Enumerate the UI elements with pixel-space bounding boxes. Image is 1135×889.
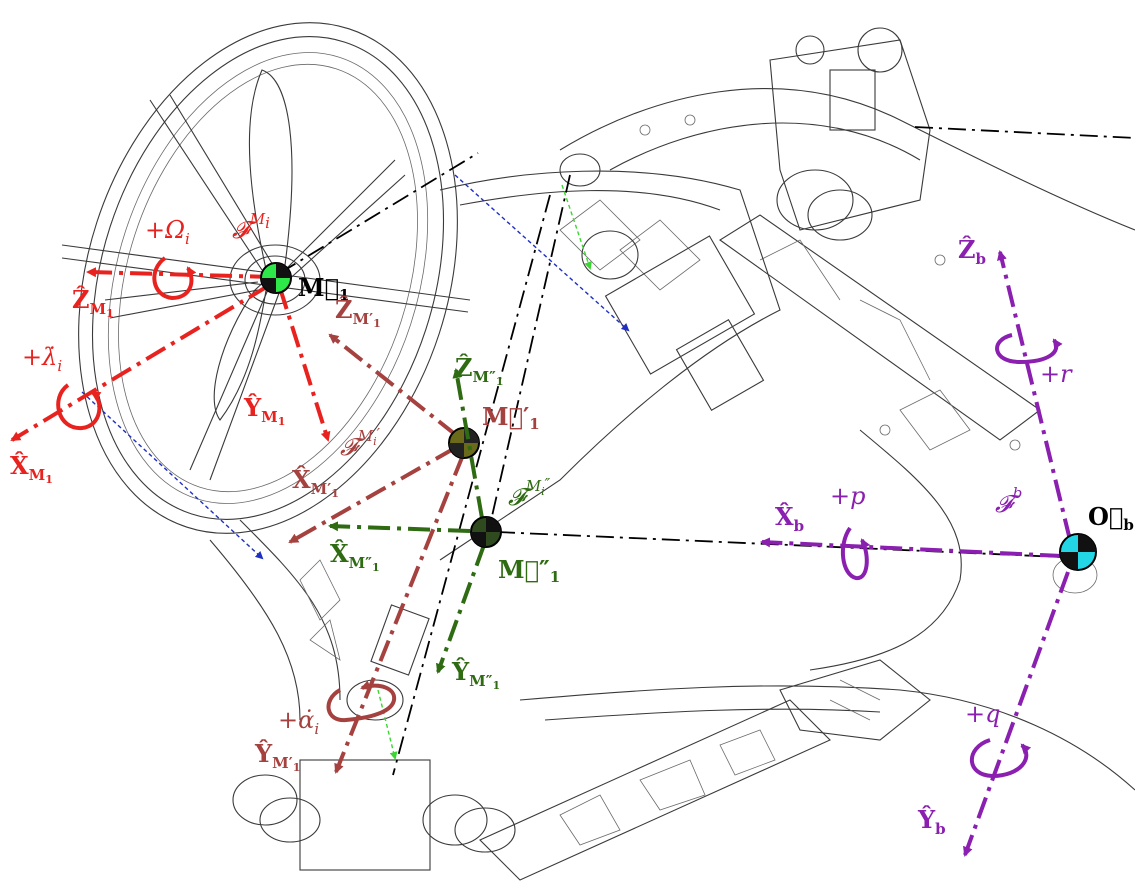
motor-to-gimbal-line <box>279 152 479 274</box>
lambda-label: +λ̇i <box>22 343 62 375</box>
body-x-axis <box>760 537 1063 558</box>
tilt-z-label: ẐM′1 <box>335 295 381 330</box>
body-z-axis <box>997 250 1072 541</box>
motor-x-axis <box>10 284 270 442</box>
omega-rotation-arrow <box>152 256 197 301</box>
rear-arm <box>232 659 931 881</box>
body-frame-label: 𝓕b <box>995 484 1022 518</box>
body-y-label: Ŷb <box>917 805 946 838</box>
motor-frame-label: 𝓕Mi <box>232 210 270 244</box>
projection-arrows <box>81 174 630 760</box>
projection-green-bottom <box>377 689 398 760</box>
tilt-x-axis <box>288 446 456 544</box>
tilt-y-label: ŶM′1 <box>254 739 300 774</box>
body-x-label: X̂b <box>775 502 804 535</box>
motor-z-label: ẐM1 <box>72 285 114 320</box>
omega-label: +Ωi <box>145 216 190 248</box>
q-label: +q <box>965 700 1000 728</box>
projection-blue-left <box>81 391 264 560</box>
motor-origin-marker <box>260 262 292 294</box>
tilt-origin-label: M⃗′1 <box>482 402 540 433</box>
tilt-x-label: X̂M′1 <box>292 465 339 500</box>
arm-frame-label: 𝓕Mi″ <box>508 475 551 511</box>
body-to-gimbal-line <box>914 126 1135 139</box>
motor-y-axis <box>278 287 331 442</box>
arm-x-label: X̂M″1 <box>330 539 380 574</box>
front-arm <box>719 27 1041 451</box>
alpha-label: +α̇i <box>278 706 319 738</box>
motor-origin-label: M⃗1 <box>298 273 349 304</box>
alpha-rotation-arrow <box>326 680 397 723</box>
motor-y-label: ŶM1 <box>243 393 285 428</box>
arm-z-label: ẐM″1 <box>455 353 504 388</box>
body-y-axis <box>963 571 1070 857</box>
mechanical-drawing <box>61 22 1135 881</box>
body-plate <box>519 88 1135 791</box>
arm-z-axis <box>452 368 484 519</box>
connector-lines <box>279 126 1135 776</box>
p-rotation-arrow <box>840 526 871 580</box>
projection-green-top <box>561 184 592 270</box>
tilt-arm <box>209 153 781 721</box>
projection-blue-top <box>454 174 630 332</box>
tilt-axis-line-left <box>392 194 551 776</box>
tilt-z-axis <box>328 333 458 437</box>
p-label: +p <box>830 482 865 510</box>
arm-frame <box>328 368 502 674</box>
arm-origin-marker <box>470 516 502 548</box>
r-rotation-arrow <box>995 333 1063 365</box>
tilt-origin-marker <box>448 427 480 459</box>
r-label: +r <box>1040 360 1073 388</box>
tilt-y-axis <box>334 454 465 774</box>
lambda-rotation-arrow <box>56 383 102 431</box>
motor-x-label: X̂M1 <box>10 451 53 486</box>
body-origin-label: O⃗b <box>1088 502 1134 534</box>
arm-x-axis <box>328 521 471 533</box>
q-rotation-arrow <box>969 738 1032 779</box>
body-z-label: Ẑb <box>958 235 986 268</box>
motor-frame <box>10 256 331 442</box>
propeller-guard <box>61 22 471 534</box>
motor-z-axis <box>86 267 273 279</box>
arm-y-axis <box>436 544 486 674</box>
body-frame <box>760 250 1097 857</box>
arm-y-label: ŶM″1 <box>451 657 500 692</box>
body-origin-marker <box>1059 533 1097 571</box>
arm-origin-label: M⃗″1 <box>498 555 560 586</box>
tilt-axis-line-right <box>489 174 571 526</box>
